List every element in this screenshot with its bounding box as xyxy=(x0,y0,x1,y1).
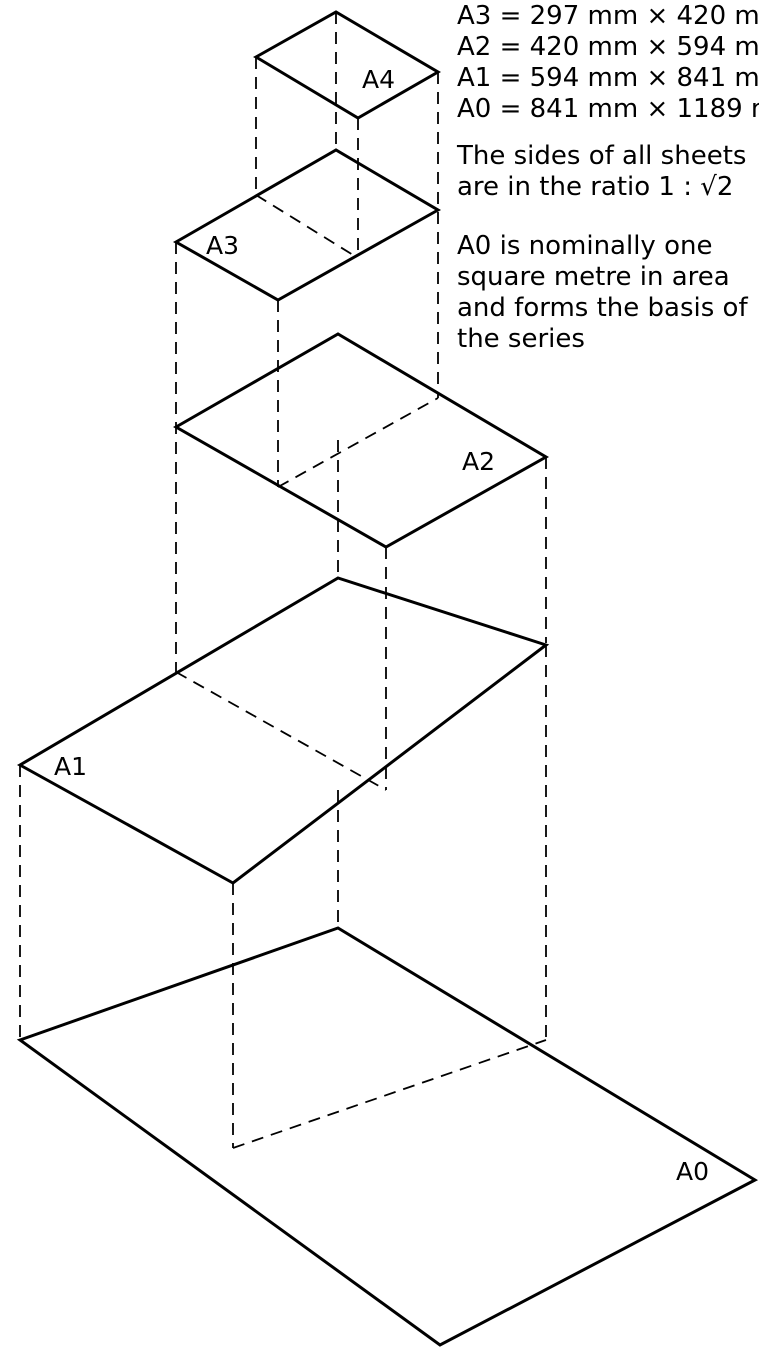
sheet-a3 xyxy=(172,148,442,302)
size-a3: A3 = 297 mm × 420 mm xyxy=(457,1,759,31)
sheet-a4 xyxy=(253,10,441,120)
projection-lines xyxy=(19,12,547,1148)
ratio-note-line-2: are in the ratio 1 : √2 xyxy=(457,172,733,202)
label-a0: A0 xyxy=(676,1157,709,1186)
size-a2: A2 = 420 mm × 594 mm xyxy=(457,32,759,62)
size-a0: A0 = 841 mm × 1189 mm xyxy=(457,94,759,124)
area-note-line-2: square metre in area xyxy=(457,262,730,292)
ratio-note-line-1: The sides of all sheets xyxy=(456,141,746,171)
label-a1: A1 xyxy=(54,752,87,781)
label-a4: A4 xyxy=(362,65,395,94)
size-list: A3 = 297 mm × 420 mm A2 = 420 mm × 594 m… xyxy=(457,1,759,124)
fold-lines xyxy=(175,194,547,1149)
label-a3: A3 xyxy=(206,231,239,260)
label-a2: A2 xyxy=(462,447,495,476)
ratio-note: The sides of all sheets are in the ratio… xyxy=(456,141,746,202)
area-note-line-1: A0 is nominally one xyxy=(457,231,712,261)
sheet-a2 xyxy=(172,332,550,549)
sheet-a0 xyxy=(16,926,759,1347)
area-note-line-4: the series xyxy=(457,324,585,354)
area-note: A0 is nominally one square metre in area… xyxy=(457,231,748,354)
size-a1: A1 = 594 mm × 841 mm xyxy=(457,63,759,93)
area-note-line-3: and forms the basis of xyxy=(457,293,748,323)
sheet-a1 xyxy=(16,576,550,885)
